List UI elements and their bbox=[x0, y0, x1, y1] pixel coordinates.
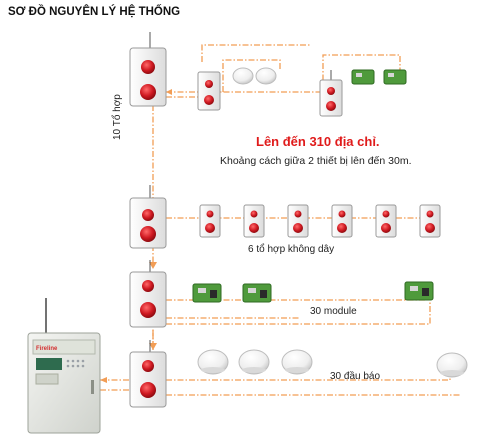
combo-unit-detector bbox=[129, 340, 167, 408]
address-capacity-headline: Lên đến 310 địa chỉ. bbox=[256, 134, 380, 149]
module-row-lower bbox=[166, 300, 431, 325]
wireless-combo-1 bbox=[199, 204, 221, 238]
wireless-combo-4 bbox=[331, 204, 353, 238]
combo-unit-module bbox=[129, 260, 167, 328]
top-row-upper bbox=[201, 44, 310, 62]
combo-small-top-1 bbox=[197, 71, 221, 111]
wireless-combo-5 bbox=[375, 204, 397, 238]
combo-small-top-2 bbox=[319, 70, 343, 117]
module-2 bbox=[242, 283, 272, 303]
combo-unit-wireless bbox=[129, 185, 167, 249]
detector-row-line bbox=[166, 375, 451, 381]
detector-count-label: 30 đầu báo bbox=[330, 371, 381, 382]
smoke-detector-top-2 bbox=[255, 67, 277, 85]
modules bbox=[192, 281, 434, 303]
combo-count-label: 10 Tổ hợp bbox=[112, 94, 123, 140]
wireless-combo-2 bbox=[243, 204, 265, 238]
wireless-combo-6 bbox=[419, 204, 441, 238]
smoke-detector-top-1 bbox=[232, 67, 254, 85]
smoke-detector-4 bbox=[436, 352, 468, 378]
wireless-combo-3 bbox=[287, 204, 309, 238]
panel-leds bbox=[66, 359, 85, 368]
wireless-combos bbox=[199, 204, 441, 238]
smoke-detector-1 bbox=[197, 349, 229, 375]
panel-keypad bbox=[35, 373, 59, 385]
smoke-detector-3 bbox=[281, 349, 313, 375]
diagram-title: SƠ ĐỒ NGUYÊN LÝ HỆ THỐNG bbox=[8, 6, 181, 18]
control-panel: Fireline bbox=[27, 298, 101, 434]
combo-unit-top bbox=[129, 32, 167, 107]
module-1 bbox=[192, 283, 222, 303]
module-top-1 bbox=[351, 69, 375, 85]
panel-display bbox=[36, 358, 62, 370]
top-row-return bbox=[166, 54, 401, 98]
module-3 bbox=[404, 281, 434, 301]
smoke-detectors bbox=[197, 349, 468, 378]
panel-handle bbox=[91, 380, 94, 394]
device-distance-note: Khoảng cách giữa 2 thiết bị lên đến 30m. bbox=[220, 155, 412, 167]
module-top-2 bbox=[383, 69, 407, 85]
smoke-detector-2 bbox=[238, 349, 270, 375]
wireless-count-label: 6 tổ hợp không dây bbox=[248, 244, 335, 255]
panel-brand: Fireline bbox=[36, 346, 58, 352]
module-count-label: 30 module bbox=[310, 306, 357, 317]
